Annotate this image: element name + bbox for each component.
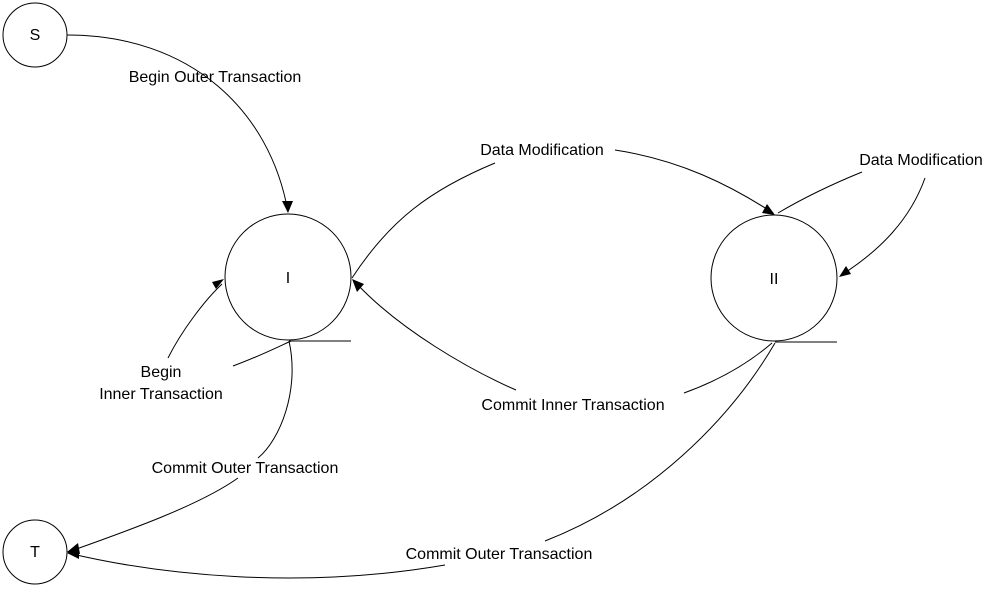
edge-data-mod-two-loop-out [777,171,863,214]
arrowhead-begin-inner [212,279,224,289]
edge-commit-inner [355,282,773,394]
node-start-circle [2,2,68,68]
node-terminal-label: T [30,544,40,561]
nodes-group: S T I II [2,2,838,585]
edge-begin-inner-lower [232,340,292,367]
edge-labels-group: Begin Outer Transaction Begin Inner Tran… [99,69,983,563]
node-terminal[interactable]: T [2,519,68,585]
label-commit-outer-from-two: Commit Outer Transaction [406,546,593,563]
node-state-two-label: II [770,271,779,288]
node-state-one[interactable]: I [224,213,352,341]
label-begin-outer: Begin Outer Transaction [129,69,302,86]
edges-group [66,34,926,579]
label-data-mod-two-loop: Data Modification [859,152,983,169]
label-commit-outer-from-one: Commit Outer Transaction [152,460,339,477]
label-commit-inner: Commit Inner Transaction [481,397,664,414]
node-state-one-circle [224,213,352,341]
label-begin-inner-line2: Inner Transaction [99,386,223,403]
edge-data-mod-two-loop-in [842,177,926,275]
node-start[interactable]: S [2,2,68,68]
label-data-mod-one-to-two: Data Modification [480,142,604,159]
arrowhead-begin-outer [282,201,293,213]
node-terminal-circle [2,519,68,585]
arrowhead-commit-inner [352,279,364,292]
node-state-two[interactable]: II [710,214,838,342]
edge-commit-outer-from-two [67,342,776,579]
edge-data-mod-one-to-two [351,149,774,279]
arrowhead-data-mod-one-to-two [762,204,775,215]
edge-begin-inner-upper [167,283,223,359]
arrowhead-data-mod-two-loop [839,266,851,277]
label-begin-inner-line1: Begin [141,364,182,381]
edge-commit-outer-from-one [67,340,293,553]
edge-begin-outer [66,34,289,213]
node-state-one-label: I [286,270,290,287]
node-start-label: S [30,27,41,44]
node-state-two-circle [710,214,838,342]
arrowhead-commit-outer-from-two [67,548,79,559]
